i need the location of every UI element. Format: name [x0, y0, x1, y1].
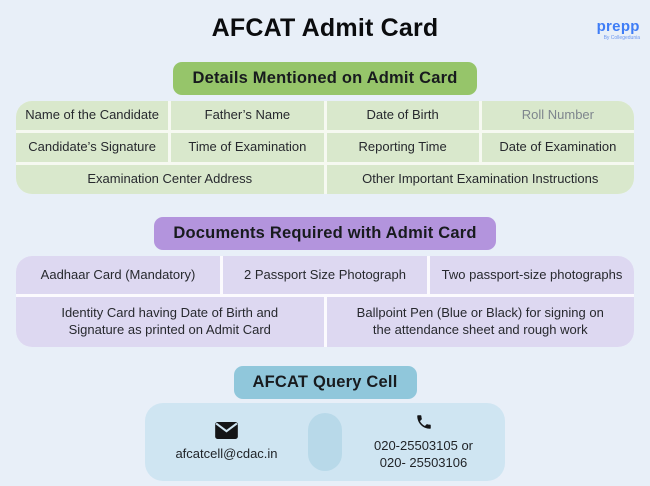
doc-cell-ballpoint-pen: Ballpoint Pen (Blue or Black) for signin… [326, 297, 634, 347]
email-contact-block: afcatcell@cdac.in [145, 412, 308, 472]
phone-line-1: 020-25503105 or [373, 437, 474, 453]
card-divider [308, 413, 342, 471]
detail-cell-dob: Date of Birth [326, 101, 479, 130]
doc-cell-passport-photo: 2 Passport Size Photograph [223, 256, 427, 294]
detail-cell-other-instructions: Other Important Examination Instructions [326, 165, 634, 194]
prepp-logo-tagline: By Collegedunia [603, 35, 640, 41]
phone-icon [415, 413, 433, 431]
documents-grid: Aadhaar Card (Mandatory) 2 Passport Size… [16, 256, 634, 347]
phone-numbers: 020-25503105 or 020- 25503106 [374, 438, 473, 472]
detail-cell-signature: Candidate’s Signature [16, 133, 169, 162]
details-grid: Name of the Candidate Father’s Name Date… [16, 101, 634, 194]
detail-cell-exam-date: Date of Examination [481, 133, 634, 162]
doc-cell-aadhaar: Aadhaar Card (Mandatory) [16, 256, 220, 294]
section-header-documents: Documents Required with Admit Card [154, 217, 496, 250]
detail-cell-reporting-time: Reporting Time [326, 133, 479, 162]
prepp-logo-text: prepp [596, 18, 640, 35]
section-header-query-cell: AFCAT Query Cell [233, 366, 417, 399]
detail-cell-name: Name of the Candidate [16, 101, 169, 130]
header-bar: AFCAT Admit Card prepp By Collegedunia [0, 14, 650, 43]
query-cell-card: afcatcell@cdac.in 020-25503105 or 020- 2… [145, 403, 505, 481]
section-header-details: Details Mentioned on Admit Card [173, 62, 477, 95]
page-title: AFCAT Admit Card [211, 14, 439, 42]
prepp-logo: prepp By Collegedunia [597, 19, 640, 41]
email-address: afcatcell@cdac.in [175, 446, 278, 462]
doc-cell-identity-card: Identity Card having Date of Birth and S… [16, 297, 324, 347]
phone-contact-block: 020-25503105 or 020- 25503106 [342, 412, 505, 472]
phone-line-2: 020- 25503106 [379, 454, 468, 470]
detail-cell-roll-number: Roll Number [481, 101, 634, 130]
detail-cell-exam-time: Time of Examination [171, 133, 324, 162]
detail-cell-father-name: Father’s Name [171, 101, 324, 130]
doc-cell-passport-photo-2: Two passport-size photographs [430, 256, 634, 294]
envelope-icon [215, 421, 238, 440]
detail-cell-center-address: Examination Center Address [16, 165, 324, 194]
